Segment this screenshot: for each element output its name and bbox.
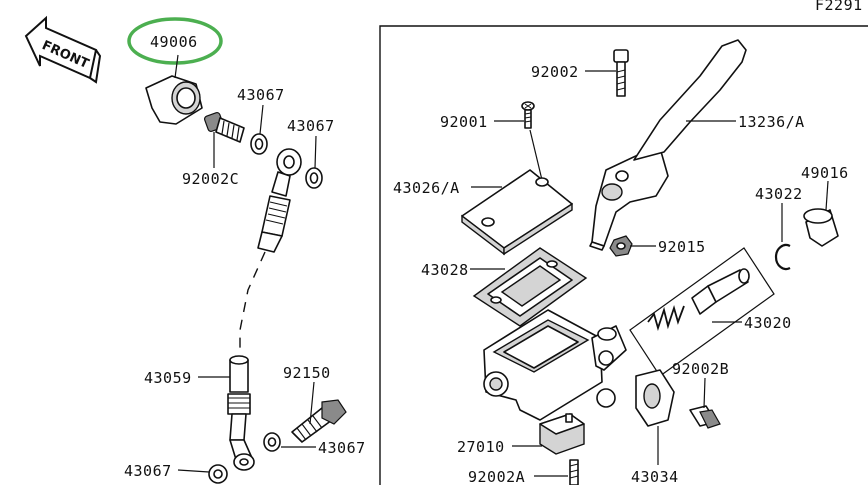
label-13236a: 13236/A bbox=[738, 113, 805, 131]
piston-kit-43020 bbox=[647, 268, 750, 332]
label-27010: 27010 bbox=[457, 438, 505, 456]
washer-43067-a bbox=[250, 133, 268, 155]
piston-kit-bracket bbox=[629, 247, 775, 377]
label-43067-c: 43067 bbox=[318, 439, 366, 457]
screw-92001 bbox=[521, 101, 535, 129]
bolt-92150 bbox=[291, 399, 347, 443]
label-43067-a: 43067 bbox=[237, 86, 285, 104]
boot-49016 bbox=[803, 208, 839, 247]
label-92150: 92150 bbox=[283, 364, 331, 382]
highlight-circle bbox=[127, 17, 223, 65]
banjo-bolt-92002c bbox=[203, 111, 245, 143]
washer-43067-b bbox=[305, 167, 323, 189]
label-92001: 92001 bbox=[440, 113, 488, 131]
label-43034: 43034 bbox=[631, 468, 679, 485]
screw-92002a bbox=[569, 459, 579, 485]
leader-43067-b bbox=[314, 135, 317, 169]
clamp-43034 bbox=[635, 369, 675, 427]
front-arrow: FRONT bbox=[24, 15, 102, 84]
label-92002a: 92002A bbox=[468, 468, 525, 485]
label-92002b: 92002B bbox=[672, 360, 729, 378]
hose-break-line bbox=[239, 251, 266, 356]
label-43028: 43028 bbox=[421, 261, 469, 279]
leader-49016 bbox=[825, 180, 829, 211]
leader-92002b bbox=[703, 377, 706, 409]
label-43022: 43022 bbox=[755, 185, 803, 203]
washer-43067-d bbox=[208, 464, 228, 484]
washer-43067-c bbox=[263, 432, 281, 452]
figure-id: F2291 bbox=[815, 0, 863, 14]
diaphragm-43028 bbox=[472, 247, 588, 327]
reservoir-cover-43026a bbox=[461, 169, 573, 256]
assembly-frame bbox=[379, 25, 868, 485]
leader-92001-to-cover bbox=[529, 129, 543, 181]
label-49016: 49016 bbox=[801, 164, 849, 182]
label-92002: 92002 bbox=[531, 63, 579, 81]
master-cylinder-body bbox=[483, 309, 627, 421]
label-43059: 43059 bbox=[144, 369, 192, 387]
label-92002c: 92002C bbox=[182, 170, 239, 188]
brake-lever-13236a bbox=[589, 39, 747, 251]
label-92015: 92015 bbox=[658, 238, 706, 256]
label-43020: 43020 bbox=[744, 314, 792, 332]
label-49006: 49006 bbox=[150, 33, 198, 51]
label-43026a: 43026/A bbox=[393, 179, 460, 197]
leader-49006 bbox=[174, 54, 179, 79]
hose-banjo-fitting bbox=[257, 148, 302, 253]
circlip-43022 bbox=[774, 243, 791, 271]
label-43067-b: 43067 bbox=[287, 117, 335, 135]
cap-49006 bbox=[145, 75, 203, 125]
label-43067-d: 43067 bbox=[124, 462, 172, 480]
leader-43067-a bbox=[259, 104, 264, 135]
leader-92150 bbox=[309, 381, 315, 425]
brake-hose-43059 bbox=[227, 355, 255, 471]
pivot-bolt-92002 bbox=[613, 49, 629, 97]
leader-43067-d bbox=[177, 469, 210, 473]
bolt-92002b bbox=[689, 405, 721, 429]
brake-switch-27010 bbox=[539, 413, 585, 455]
nut-92015 bbox=[609, 235, 633, 257]
